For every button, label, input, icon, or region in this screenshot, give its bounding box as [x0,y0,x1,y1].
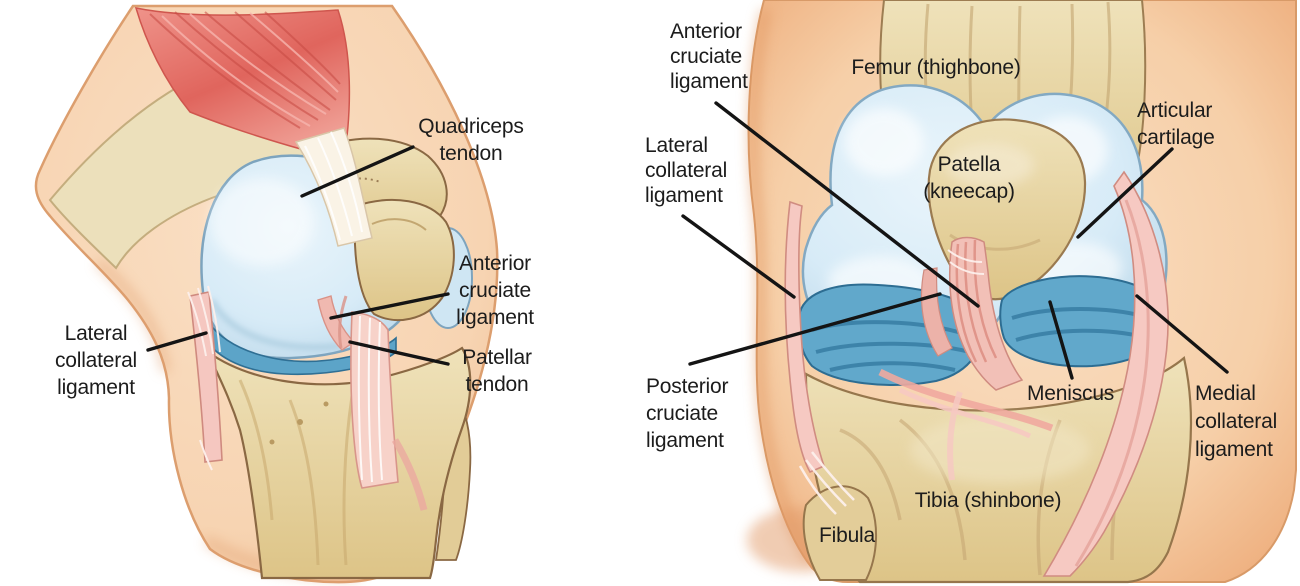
patella-detail [371,218,427,231]
label-fibula: Fibula [819,524,875,547]
leader-acl-front [714,101,980,308]
label-lcl-front: Lateral collateral ligament [645,134,728,207]
leader-meniscus [1048,300,1074,380]
tendon-strands-on-tibia [878,368,1054,481]
medial-collateral-ligament-front [1042,170,1169,577]
quadriceps-tendon-band [294,127,373,247]
label-pcl-front: Posterior cruciate ligament [646,375,729,452]
leader-lcl-front [681,214,796,299]
label-articular-cartilage: Articular cartilage [1137,99,1215,149]
patella-side [353,198,455,321]
leader-lines [146,101,1229,380]
leader-mcl-front [1135,294,1229,374]
leader-lcl-side [146,331,208,352]
label-tibia: Tibia (shinbone) [914,489,1062,512]
label-acl-side: Anterior cruciate ligament [456,252,534,329]
leader-patellar-tendon [348,340,450,366]
leader-acl-side [329,292,450,320]
label-meniscus: Meniscus [1027,382,1115,405]
label-mcl-front: Medial collateral ligament [1195,382,1278,461]
posterior-cruciate-ligament-front [920,267,953,357]
label-patellar-tendon: Patellar tendon [462,346,532,396]
label-lcl-side: Lateral collateral ligament [54,322,138,399]
label-quadriceps-tendon: Quadriceps tendon [418,115,524,165]
anterior-cruciate-ligament-front [947,236,1024,391]
label-femur: Femur (thighbone) [851,56,1021,79]
skin-edge-shading [747,8,817,566]
side-view-illustration [34,4,499,584]
lateral-collateral-ligament-front [784,200,855,515]
leader-pcl-front [688,292,942,366]
patellar-tendon-band [350,311,428,511]
label-patella: Patella (kneecap) [923,153,1015,203]
leader-quadriceps-tendon [300,145,415,198]
skin-crease-shadow [95,258,171,373]
quadriceps-muscle [134,7,351,161]
front-view-illustration [747,0,1297,584]
label-acl-front: Anterior cruciate ligament [670,20,748,93]
leader-articular-cartilage [1076,147,1174,239]
